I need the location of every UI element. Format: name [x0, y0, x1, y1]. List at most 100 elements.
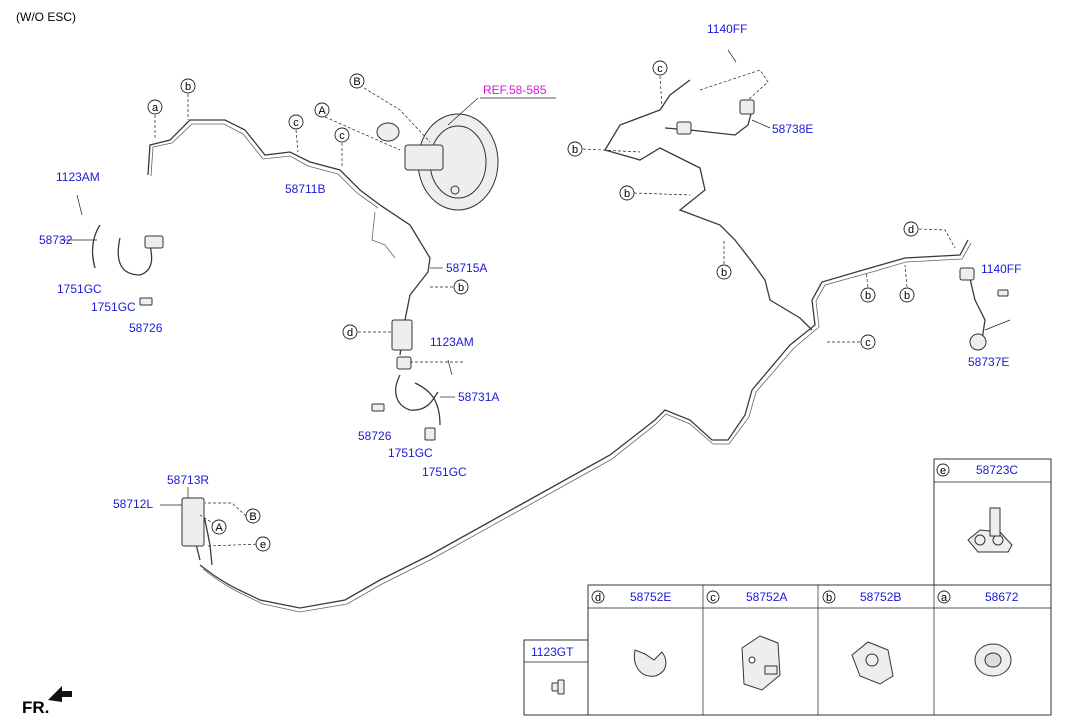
clip-58752E-icon	[633, 649, 667, 677]
upper-right-pipe	[604, 79, 813, 331]
label-58732[interactable]: 58732	[39, 233, 73, 247]
svg-text:d: d	[347, 327, 353, 339]
legend-letter-a: a	[937, 590, 951, 604]
callout-b-left[interactable]: b	[180, 78, 196, 94]
clip-58752B-icon	[851, 641, 894, 685]
callout-b-mid[interactable]: b	[453, 279, 469, 295]
hose-58732	[91, 224, 153, 276]
svg-text:b: b	[572, 144, 578, 156]
label-58715A[interactable]: 58715A	[446, 261, 487, 275]
svg-text:b: b	[721, 267, 727, 279]
svg-text:c: c	[339, 130, 345, 142]
callout-A-booster[interactable]: A	[314, 102, 330, 118]
legend-cell-bolt	[523, 639, 589, 716]
part-number-labels: 1140FF 58738E REF.58-585 1123AM 58732 17…	[39, 22, 1021, 511]
callout-c-left[interactable]: c	[288, 114, 304, 130]
svg-text:e: e	[940, 465, 946, 477]
callout-d-right[interactable]: d	[903, 221, 919, 237]
callout-a-left[interactable]: a	[147, 99, 163, 115]
svg-text:a: a	[152, 102, 159, 114]
legend-part-1123GT[interactable]: 1123GT	[531, 645, 574, 659]
hose-58737E	[967, 269, 986, 341]
callout-b-top-right-1[interactable]: b	[567, 141, 583, 157]
left-upper-pipe-inner	[150, 123, 379, 209]
front-direction-arrow-icon	[48, 686, 72, 702]
svg-text:B: B	[249, 511, 256, 523]
svg-text:b: b	[185, 81, 191, 93]
label-1140FF-top[interactable]: 1140FF	[707, 22, 747, 36]
label-1751GC-a[interactable]: 1751GC	[57, 282, 102, 296]
variant-note: (W/O ESC)	[16, 10, 76, 24]
brake-booster	[376, 113, 499, 211]
svg-text:b: b	[458, 282, 464, 294]
svg-text:c: c	[293, 117, 299, 129]
svg-text:A: A	[215, 522, 223, 534]
brake-pipes	[91, 79, 986, 613]
callout-B-front[interactable]: B	[245, 508, 261, 524]
legend-letter-b: b	[822, 590, 836, 604]
label-58738E[interactable]: 58738E	[772, 122, 813, 136]
bolt-1123GT-icon	[551, 679, 565, 695]
main-pipe-long	[199, 239, 969, 609]
svg-text:B: B	[353, 76, 360, 88]
label-58711B[interactable]: 58711B	[285, 182, 325, 196]
callout-b-mid-right[interactable]: b	[716, 264, 732, 280]
grommet-58672-icon	[974, 643, 1012, 677]
callout-e-front[interactable]: e	[255, 536, 271, 552]
label-1751GC-b[interactable]: 1751GC	[91, 300, 136, 314]
callouts: a b c c A B c b b b d b b c b d B A e	[147, 60, 919, 552]
parts-legend: e 58723C d 58752E c 58752A b 58752B	[523, 458, 1052, 716]
label-58731A[interactable]: 58731A	[458, 390, 499, 404]
svg-text:c: c	[657, 63, 663, 75]
legend-letter-d: d	[591, 590, 605, 604]
svg-text:e: e	[260, 539, 266, 551]
callout-A-front[interactable]: A	[211, 519, 227, 535]
label-1123AM-left[interactable]: 1123AM	[56, 170, 100, 184]
label-ref-58-585[interactable]: REF.58-585	[483, 83, 547, 97]
callout-c-top-right[interactable]: c	[652, 60, 668, 76]
svg-text:a: a	[941, 592, 948, 604]
front-direction-label: FR.	[22, 698, 50, 717]
svg-text:A: A	[318, 105, 326, 117]
label-58713R[interactable]: 58713R	[167, 473, 209, 487]
svg-text:c: c	[710, 592, 716, 604]
callout-b-right-2[interactable]: b	[899, 287, 915, 303]
legend-part-58723C[interactable]: 58723C	[976, 463, 1018, 477]
label-1140FF-right[interactable]: 1140FF	[981, 262, 1021, 276]
callout-b-top-right-2[interactable]: b	[619, 185, 635, 201]
legend-part-58752E[interactable]: 58752E	[630, 590, 671, 604]
callout-B-booster[interactable]: B	[349, 73, 365, 89]
label-58712L[interactable]: 58712L	[113, 497, 153, 511]
main-pipe-long-inner	[202, 242, 972, 613]
legend-part-58752A[interactable]: 58752A	[746, 590, 787, 604]
mid-pipe-inner	[371, 211, 396, 259]
left-upper-pipe	[147, 119, 381, 206]
svg-text:b: b	[904, 290, 910, 302]
hose-58731A	[395, 374, 441, 426]
callout-c-right[interactable]: c	[860, 334, 876, 350]
clip-58723C-icon	[967, 507, 1013, 553]
leader-lines	[60, 69, 1011, 547]
legend-part-58752B[interactable]: 58752B	[860, 590, 901, 604]
svg-text:b: b	[826, 592, 832, 604]
svg-text:b: b	[624, 188, 630, 200]
svg-text:d: d	[595, 592, 601, 604]
hose-fittings	[76, 49, 1009, 547]
svg-text:c: c	[865, 337, 871, 349]
svg-text:b: b	[865, 290, 871, 302]
clip-58752A-icon	[741, 635, 781, 691]
callout-d-mid[interactable]: d	[342, 324, 358, 340]
legend-letter-c: c	[706, 590, 720, 604]
label-58737E[interactable]: 58737E	[968, 355, 1009, 369]
legend-letter-e: e	[936, 463, 950, 477]
label-58726-left[interactable]: 58726	[129, 321, 163, 335]
label-58726-mid[interactable]: 58726	[358, 429, 392, 443]
svg-text:d: d	[908, 224, 914, 236]
callout-c-booster[interactable]: c	[334, 127, 350, 143]
label-1751GC-d[interactable]: 1751GC	[422, 465, 467, 479]
legend-part-58672[interactable]: 58672	[985, 590, 1019, 604]
label-1123AM-mid[interactable]: 1123AM	[430, 335, 474, 349]
callout-b-right-1[interactable]: b	[860, 287, 876, 303]
label-1751GC-c[interactable]: 1751GC	[388, 446, 433, 460]
